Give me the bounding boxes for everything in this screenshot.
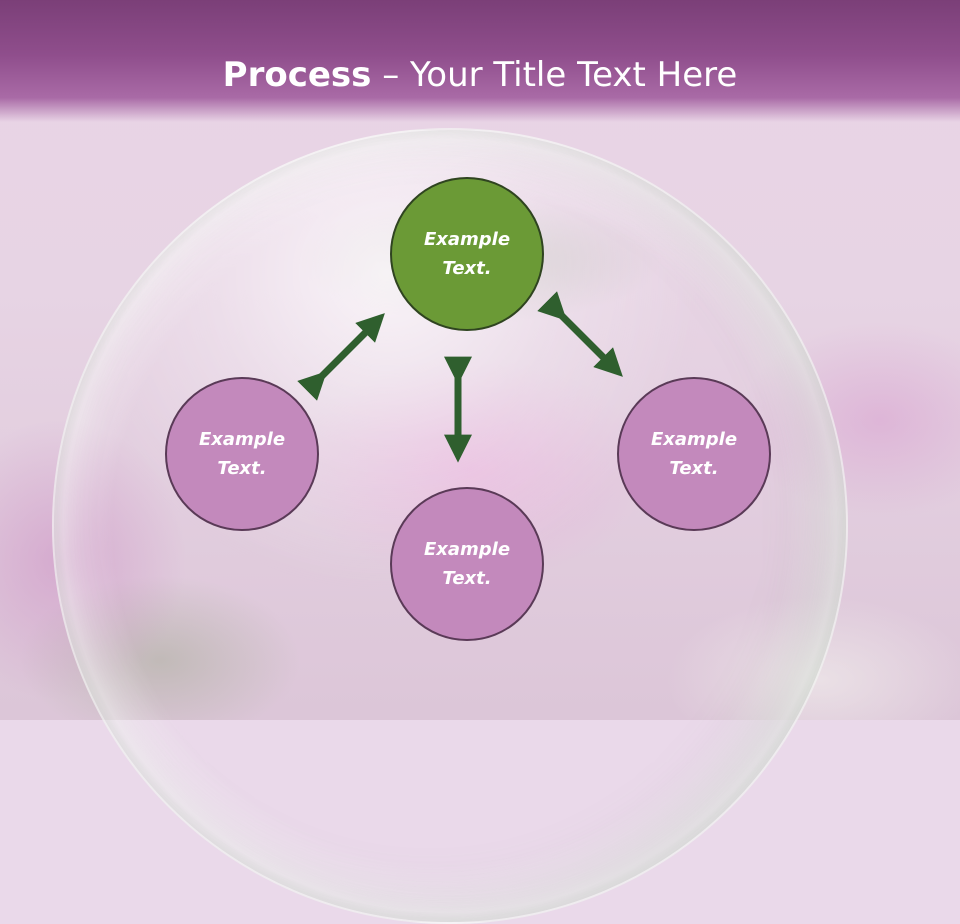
arrow-top-left bbox=[297, 313, 385, 401]
slide-title: Process – Your Title Text Here bbox=[0, 52, 960, 98]
title-bold: Process bbox=[222, 55, 372, 95]
node-bottom-label: Example Text. bbox=[423, 539, 511, 589]
connector-arrows bbox=[297, 291, 623, 463]
process-node-top: Example Text. bbox=[390, 177, 544, 331]
title-banner bbox=[0, 0, 960, 122]
title-text: Your Title Text Here bbox=[410, 55, 738, 95]
arrow-top-right bbox=[537, 291, 623, 377]
node-right-label: Example Text. bbox=[650, 429, 738, 479]
node-top-label: Example Text. bbox=[423, 229, 511, 279]
process-node-right: Example Text. bbox=[617, 377, 771, 531]
title-dash: – bbox=[371, 55, 411, 95]
process-node-left: Example Text. bbox=[165, 377, 319, 531]
node-left-label: Example Text. bbox=[198, 429, 286, 479]
process-node-bottom: Example Text. bbox=[390, 487, 544, 641]
